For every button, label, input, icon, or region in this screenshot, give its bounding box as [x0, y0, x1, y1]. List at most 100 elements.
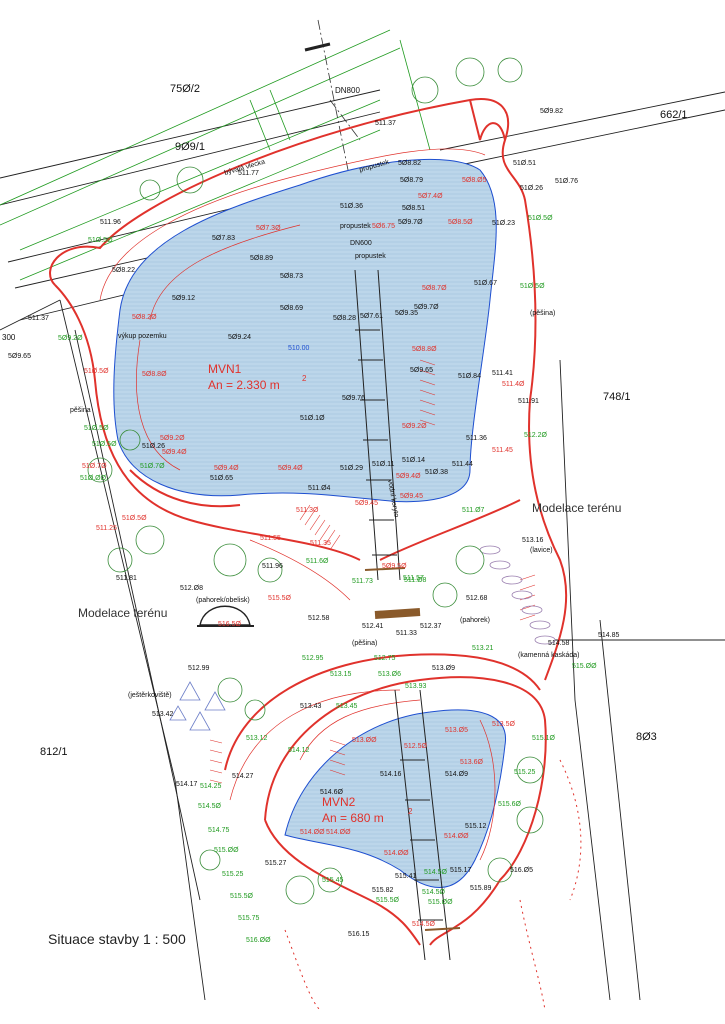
elevation: 5Ø8.89	[250, 255, 273, 262]
elevation: 5Ø9.2Ø	[402, 423, 427, 430]
elevation: 511.3Ø	[296, 507, 319, 514]
elevation: 5Ø8.51	[402, 205, 425, 212]
label-modelace-right: Modelace terénu	[532, 501, 621, 515]
drawing-title: Situace stavby 1 : 500	[48, 931, 186, 947]
red-thin-contours	[99, 148, 496, 861]
elevation: 51Ø.1Ø	[300, 415, 325, 422]
label-kamenna-kaskada: (kamenná kaskáda)	[518, 652, 579, 659]
elevation: 511.37	[28, 315, 49, 322]
parcel-812-1: 812/1	[40, 746, 68, 758]
elevation: 512.95	[302, 655, 324, 662]
elevation: 514.5Ø	[198, 803, 222, 810]
elevation: 51Ø.5Ø	[84, 425, 109, 432]
mvn1-area: An = 2.330 m	[208, 378, 280, 392]
elevation: 513.43	[300, 703, 322, 710]
elevation: 51Ø.65	[210, 475, 233, 482]
elevation: 51Ø.5Ø	[520, 283, 545, 290]
label-jesterkoviste: (ještěrkoviště)	[128, 692, 172, 699]
elevation: 512.37	[420, 623, 442, 630]
elevation: 512.41	[362, 623, 384, 630]
parcel-300: 300	[2, 333, 16, 342]
elevation: 5Ø9.2Ø	[58, 335, 83, 342]
elevation: 514.12	[288, 747, 310, 754]
elevation: 513.5Ø	[492, 721, 516, 728]
elevation: 51Ø.7Ø	[82, 463, 107, 470]
elevations-red: 5Ø7.4Ø 5Ø8.Ø5 5Ø6.75 5Ø8.5Ø 5Ø7.3Ø 5Ø8.7…	[82, 177, 525, 928]
elevation: 515.ØØ	[572, 663, 597, 670]
elevation: 511.37	[375, 120, 396, 127]
elevation: 514.5Ø	[424, 869, 448, 876]
elevation: 511.Ø4	[308, 485, 331, 492]
elevation: 514.27	[232, 773, 254, 780]
elevation: 513.ØØ	[352, 737, 377, 744]
elevation: 5Ø9.45	[355, 500, 378, 507]
tree-symbols	[87, 57, 544, 905]
pond-mvn2	[284, 709, 507, 888]
elevation: 5Ø9.7Ø	[414, 304, 439, 311]
elevation: 511.45	[492, 447, 513, 454]
elevation: 515.12	[465, 823, 487, 830]
elevation: 515.75	[238, 915, 260, 922]
elevation: 514.ØØ	[384, 850, 409, 857]
elevation: 513.93	[405, 683, 427, 690]
elevation: 513.Ø9	[432, 665, 455, 672]
elevation: 511.81	[116, 575, 137, 582]
elevation: 514.5Ø	[422, 889, 446, 896]
elevation: 51Ø.26	[142, 443, 165, 450]
elevation: 5Ø8.8Ø	[142, 371, 167, 378]
elevation: 5Ø9.4Ø	[214, 465, 239, 472]
elevation: 511.25	[96, 525, 117, 532]
elevation: 516.5Ø	[218, 621, 242, 628]
parcel-750-2: 75Ø/2	[170, 83, 200, 95]
elevation: 511.6Ø	[306, 558, 329, 565]
elevation: 5Ø9.45	[400, 493, 423, 500]
elevation: 513.21	[472, 645, 494, 652]
label-pahorek-obelisk: (pahorek/obelisk)	[196, 597, 250, 604]
elevation: 5Ø8.2Ø	[132, 314, 157, 321]
elevation: 514.ØØ	[300, 829, 325, 836]
parcel-803: 8Ø3	[636, 731, 657, 743]
elevation: 5Ø8.79	[400, 177, 423, 184]
label-dn800: DN800	[335, 86, 360, 95]
elevation: 513.12	[246, 735, 268, 742]
elevation: 5Ø8.7Ø	[422, 285, 447, 292]
elevation: 511.41	[492, 370, 513, 377]
label-pahorek-right: (pahorek)	[460, 617, 490, 624]
elevation: 51Ø.ØØ	[80, 475, 107, 482]
elevation: 516.15	[348, 931, 370, 938]
elevation: 512.68	[466, 595, 488, 602]
elevation: 512.2Ø	[524, 432, 548, 439]
elevation: 5Ø8.28	[333, 315, 356, 322]
green-lines	[0, 29, 431, 281]
elevation: 511.55	[260, 535, 281, 542]
elevation: 513.42	[152, 711, 174, 718]
elevation: 511.35	[310, 540, 331, 547]
elevation: 515.1Ø	[532, 735, 556, 742]
elevation: 51Ø.23	[492, 220, 515, 227]
elevation: 512.5Ø	[404, 743, 428, 750]
elevation: 511.77	[238, 170, 259, 177]
elevation: 512.58	[308, 615, 330, 622]
elevation: 5Ø9.4Ø	[278, 465, 303, 472]
elevation: 513.6Ø	[460, 759, 484, 766]
label-pesina-left: pěšina	[70, 407, 91, 414]
elevation: 51Ø.5Ø	[528, 215, 553, 222]
parcel-numbers: 75Ø/2 9Ø9/1 662/1 748/1 812/1 8Ø3 300	[2, 83, 688, 758]
elevation: 51Ø.11	[372, 461, 395, 468]
elevation: 51Ø.5Ø	[92, 441, 117, 448]
mvn1-area-sup: 2	[302, 374, 307, 383]
label-lavice: (lavice)	[530, 547, 553, 554]
elevation: 5Ø8.69	[280, 305, 303, 312]
label-dn600: DN600	[350, 240, 372, 247]
elevation: 512.75	[374, 655, 396, 662]
elevation: 516.ØØ	[246, 937, 271, 944]
elevation: 5Ø8.82	[398, 160, 421, 167]
elevation: 5Ø7.4Ø	[418, 193, 443, 200]
elevation: 514.6Ø	[320, 789, 344, 796]
elevation: 5Ø9.65	[410, 367, 433, 374]
elevation: 514.Ø9	[445, 771, 468, 778]
elevation: 5Ø9.7Ø	[398, 219, 423, 226]
elevation: 513.Ø5	[445, 727, 468, 734]
elevation: 515.ØØ	[428, 899, 453, 906]
